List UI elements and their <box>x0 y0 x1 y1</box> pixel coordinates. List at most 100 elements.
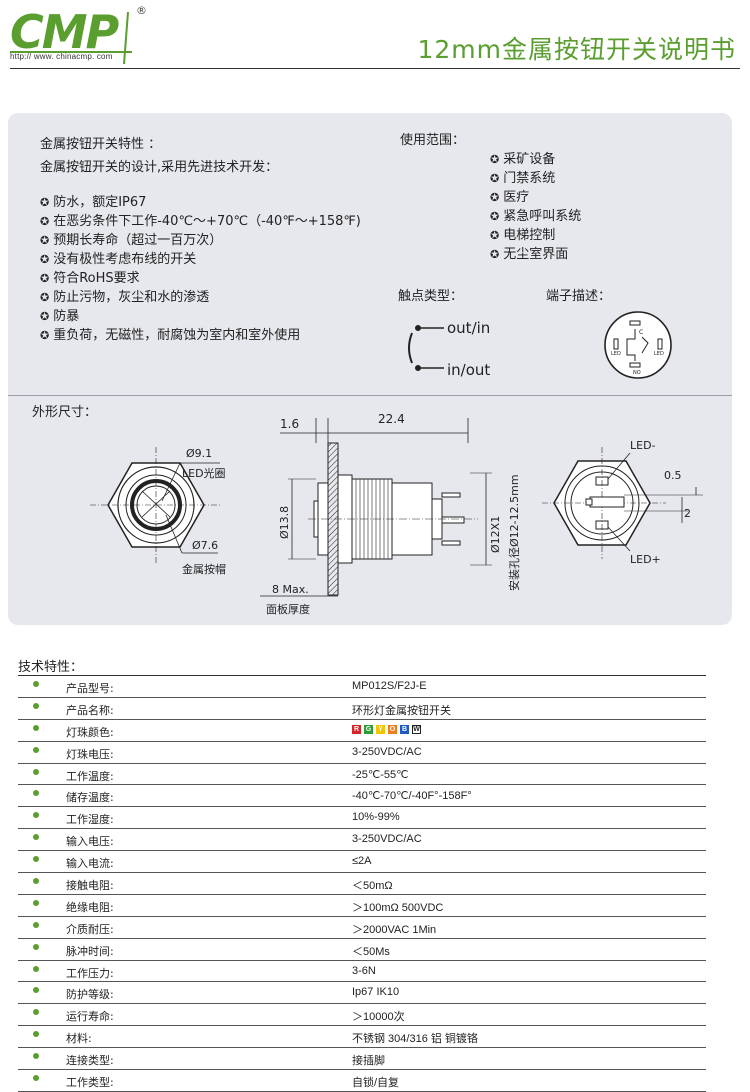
bullet-dot-icon <box>33 921 39 928</box>
spec-value: -40℃-70℃/-40F°-158F° <box>352 790 472 803</box>
terminal-diagram: C NO LED LED <box>604 311 672 379</box>
table-row: 输入电流: ≤2A <box>18 851 706 874</box>
spec-value: Ip67 IK10 <box>352 986 400 999</box>
usage-item: ✪医疗 <box>490 190 530 205</box>
table-row: 输入电压: 3-250VDC/AC <box>18 829 706 852</box>
ring-label: LED光圈 <box>182 466 226 480</box>
table-row: 运行寿命: ＞10000次 <box>18 1004 706 1027</box>
feature-item: ✪防暴 <box>40 309 80 324</box>
table-row: 材料:不锈钢 304/316 铝 铜镀铬 <box>18 1026 706 1049</box>
thread-diameter-label: Ø12X1 <box>489 516 502 553</box>
star-bullet-icon: ✪ <box>490 191 500 204</box>
table-row: 产品名称: 环形灯金属按钮开关 <box>18 698 706 720</box>
spec-label: 运行寿命: <box>66 1010 114 1024</box>
spec-label: 脉冲时间: <box>66 944 114 958</box>
color-chip: W <box>412 725 421 735</box>
star-bullet-icon: ✪ <box>490 248 500 261</box>
table-row: 产品型号: MP012S/F2J-E <box>18 675 706 698</box>
spec-value: 3-250VDC/AC <box>352 833 422 846</box>
spec-label: 工作温度: <box>66 769 114 783</box>
spec-value: ＜50Ms <box>352 945 390 958</box>
bullet-dot-icon <box>33 768 39 775</box>
spec-label: 灯珠电压: <box>66 747 114 761</box>
feature-item: ✪重负荷，无磁性，耐腐蚀为室内和室外使用 <box>40 328 301 343</box>
panel-divider <box>8 395 732 396</box>
bullet-dot-icon <box>33 1009 39 1016</box>
bullet-dot-icon <box>33 1075 39 1082</box>
usage-list: ✪采矿设备 ✪门禁系统 ✪医疗 ✪紧急呼叫系统 ✪电梯控制 ✪无尘室界面 <box>490 150 581 264</box>
bullet-dot-icon <box>33 790 39 797</box>
star-bullet-icon: ✪ <box>40 196 50 209</box>
spec-label: 输入电流: <box>66 857 114 871</box>
cap-diameter-label: Ø7.6 <box>192 539 218 552</box>
table-row: 介质耐压:＞2000VAC 1Min <box>18 917 706 939</box>
features-list: ✪防水，额定IP67 ✪在恶劣条件下工作-40℃～+70℃（-40℉～+158℉… <box>40 193 361 345</box>
spec-value: 不锈钢 304/316 铝 铜镀铬 <box>352 1033 478 1046</box>
spec-value: MP012S/F2J-E <box>352 680 427 692</box>
table-row: 接触电阻: ＜50mΩ <box>18 873 706 895</box>
bullet-dot-icon <box>33 702 39 709</box>
bullet-dot-icon <box>33 812 39 819</box>
usage-item: ✪紧急呼叫系统 <box>490 209 582 224</box>
spec-label: 灯珠颜色: <box>66 725 114 739</box>
spec-value: ＞10000次 <box>352 1011 405 1024</box>
bullet-dot-icon <box>33 681 39 687</box>
feature-item: ✪防水，额定IP67 <box>40 195 147 210</box>
spec-label: 工作湿度: <box>66 813 114 827</box>
specs-title: 技术特性： <box>18 660 84 675</box>
star-bullet-icon: ✪ <box>40 329 50 342</box>
ring-diameter-label: Ø9.1 <box>186 447 212 460</box>
spec-label: 输入电压: <box>66 835 114 849</box>
spec-value: 10%-99% <box>352 811 400 824</box>
star-bullet-icon: ✪ <box>40 310 50 323</box>
contact-out-label: out/in <box>447 319 490 337</box>
table-row: 工作压力:3-6N <box>18 961 706 983</box>
feature-item: ✪预期长寿命（超过一百万次） <box>40 233 223 248</box>
features-heading: 金属按钮开关特性 ： <box>40 137 162 152</box>
table-row: 连接类型:接插脚 <box>18 1048 706 1071</box>
feature-item: ✪符合RoHS要求 <box>40 271 140 286</box>
usage-heading: 使用范围： <box>400 133 466 148</box>
contact-symbol-diagram: out/in in/out <box>408 319 490 379</box>
terminal-c-label: C <box>639 329 643 336</box>
spec-label: 连接类型: <box>66 1054 114 1068</box>
spec-label: 产品名称: <box>66 703 114 717</box>
table-row: 防护等级:Ip67 IK10 <box>18 982 706 1005</box>
spec-value: 环形灯金属按钮开关 <box>352 704 451 717</box>
bullet-dot-icon <box>33 1031 39 1038</box>
contact-heading: 触点类型： <box>398 289 464 304</box>
cmp-logo: CMP ® <box>10 4 147 65</box>
spec-label: 产品型号: <box>66 682 114 695</box>
spec-value: 3-6N <box>352 964 376 977</box>
page-title: 12mm金属按钮开关说明书 <box>417 35 736 64</box>
color-chip: O <box>388 725 397 735</box>
bullet-dot-icon <box>33 724 39 731</box>
spec-value: ≤2A <box>352 855 372 868</box>
color-chip: R <box>352 725 361 735</box>
back-view-drawing: LED- LED+ 0.5 2 <box>542 439 703 566</box>
spec-value: 3-250VDC/AC <box>352 745 422 758</box>
star-bullet-icon: ✪ <box>40 234 50 247</box>
star-bullet-icon: ✪ <box>40 253 50 266</box>
logo-url: http:// www. chinacmp. com <box>10 52 113 61</box>
mount-hole-label: 安装孔径Ø12-12.5mm <box>507 474 521 591</box>
led-minus-label: LED- <box>630 439 656 452</box>
contact-in-label: in/out <box>447 361 490 379</box>
star-bullet-icon: ✪ <box>490 229 500 242</box>
bullet-dot-icon <box>33 899 39 906</box>
star-bullet-icon: ✪ <box>40 291 50 304</box>
side-view-drawing: 1.6 22.4 Ø13.8 <box>260 412 521 616</box>
usage-item: ✪无尘室界面 <box>490 247 569 262</box>
bullet-dot-icon <box>33 987 39 994</box>
cap-label: 金属按帽 <box>182 562 226 576</box>
spec-label: 接触电阻: <box>66 879 114 893</box>
terminal-heading: 端子描述： <box>546 289 612 304</box>
width-label: 2 <box>684 507 691 520</box>
logo-text: CMP <box>10 5 120 59</box>
logo-registered-mark: ® <box>136 4 147 17</box>
spec-value: ＜50mΩ <box>352 880 393 893</box>
star-bullet-icon: ✪ <box>490 172 500 185</box>
color-chip: B <box>400 725 409 735</box>
bullet-dot-icon <box>33 878 39 885</box>
